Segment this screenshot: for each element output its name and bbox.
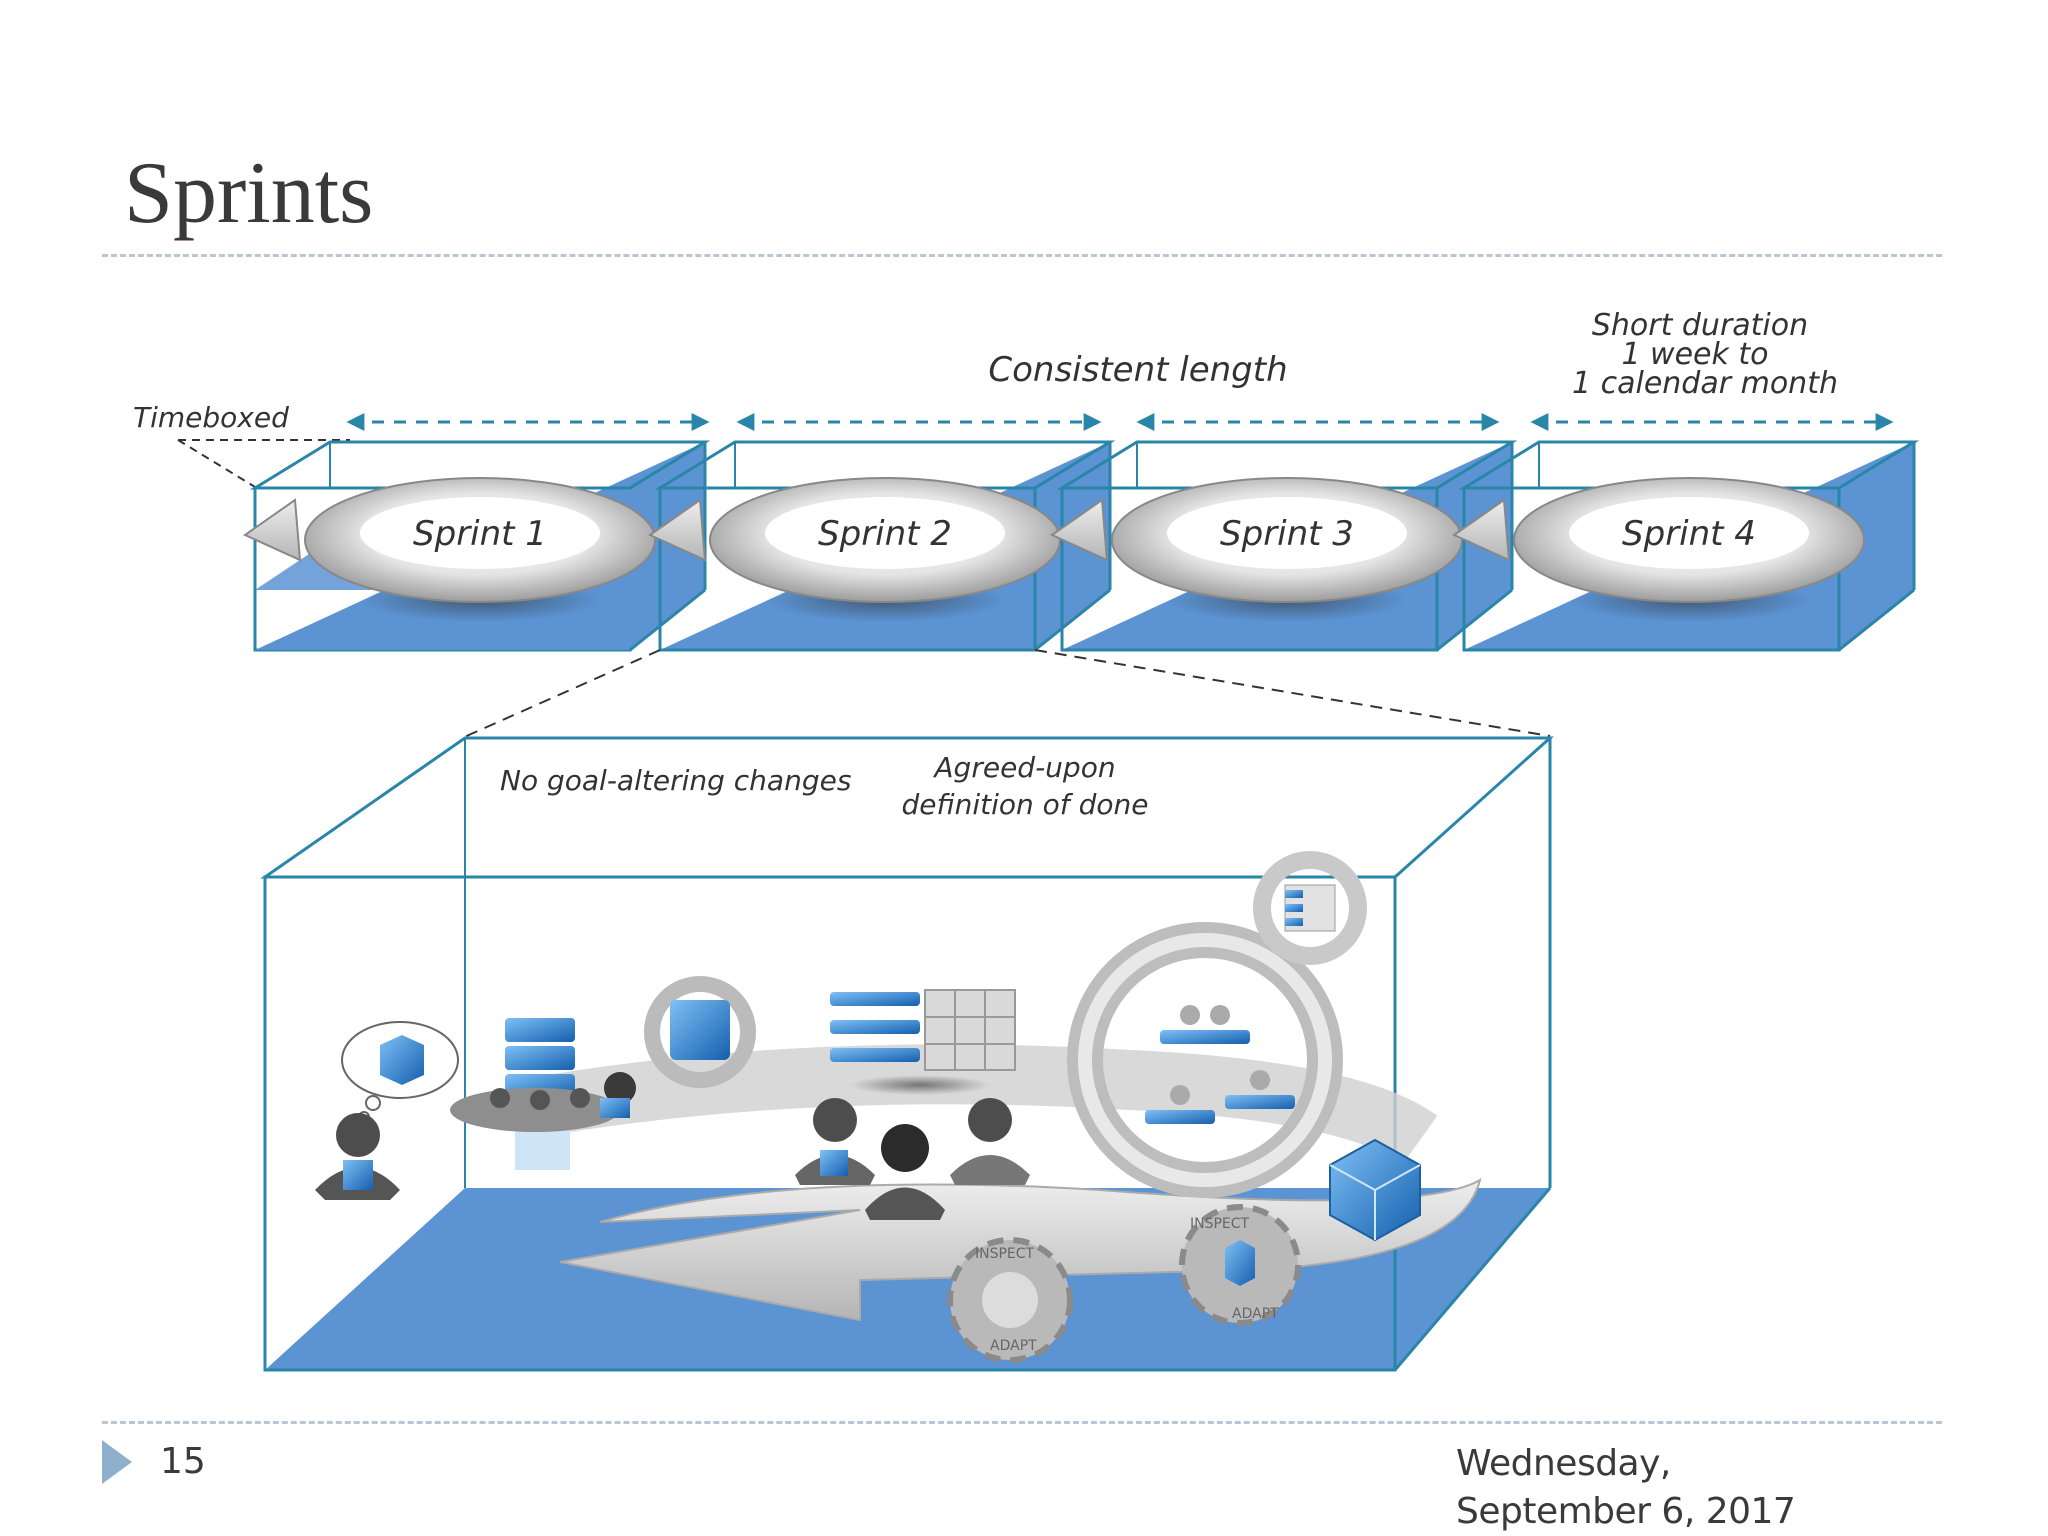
timeboxed-label: Timeboxed [133, 401, 289, 434]
hand-icon [450, 1072, 636, 1132]
sprint-4-label: Sprint 4 [1622, 514, 1756, 554]
short-duration-label-line1: Short duration [1592, 308, 1808, 343]
org-chart-icon [1067, 922, 1343, 1198]
adapt-label-right: ADAPT [1232, 1306, 1279, 1322]
inspect-label-right: INSPECT [1190, 1216, 1250, 1232]
footer-date: Wednesday, September 6, 2017 [1456, 1443, 1796, 1532]
timeboxed-leader-line [177, 439, 261, 491]
sprint-box-1: Sprint 1 [242, 440, 711, 652]
sprint-box-2: Sprint 2 [647, 440, 1116, 652]
inspect-label-left: INSPECT [975, 1246, 1035, 1262]
slide-title: Sprints [124, 145, 374, 242]
no-goal-changes-label: No goal-altering changes [500, 764, 851, 797]
bullet-arrow-icon [102, 1440, 132, 1484]
sprint-1-label: Sprint 1 [413, 514, 547, 554]
refresh-cycle-icon-small [1253, 851, 1367, 965]
title-divider [102, 254, 1942, 257]
sprint-3-label: Sprint 3 [1220, 514, 1354, 554]
short-duration-label-line3: 1 calendar month [1572, 366, 1838, 401]
zoom-leader-left [461, 649, 661, 739]
adapt-label-left: ADAPT [990, 1338, 1037, 1354]
zoom-leader-right [1034, 649, 1551, 737]
done-label-line2: definition of done [902, 788, 1149, 821]
thought-bubble-icon [341, 1021, 459, 1123]
task-grid-icon [830, 989, 1016, 1095]
footer-divider [102, 1421, 1942, 1424]
consistent-length-label: Consistent length [988, 350, 1287, 390]
short-duration-label-line2: 1 week to [1621, 337, 1768, 372]
product-cube-icon [1329, 1138, 1421, 1242]
done-label-line1: Agreed-upon [932, 751, 1115, 784]
refresh-cycle-icon [644, 976, 756, 1088]
gear-icon: INSPECT ADAPT [1179, 1204, 1301, 1326]
sprint-2-label: Sprint 2 [818, 514, 952, 554]
person-icon [315, 1113, 400, 1200]
sprint-box-4: Sprint 4 [1451, 440, 1920, 652]
team-people-icon [795, 1098, 1030, 1220]
sprint-box-3: Sprint 3 [1049, 440, 1518, 652]
page-number: 15 [160, 1441, 206, 1482]
gear-icon: INSPECT ADAPT [947, 1237, 1073, 1363]
